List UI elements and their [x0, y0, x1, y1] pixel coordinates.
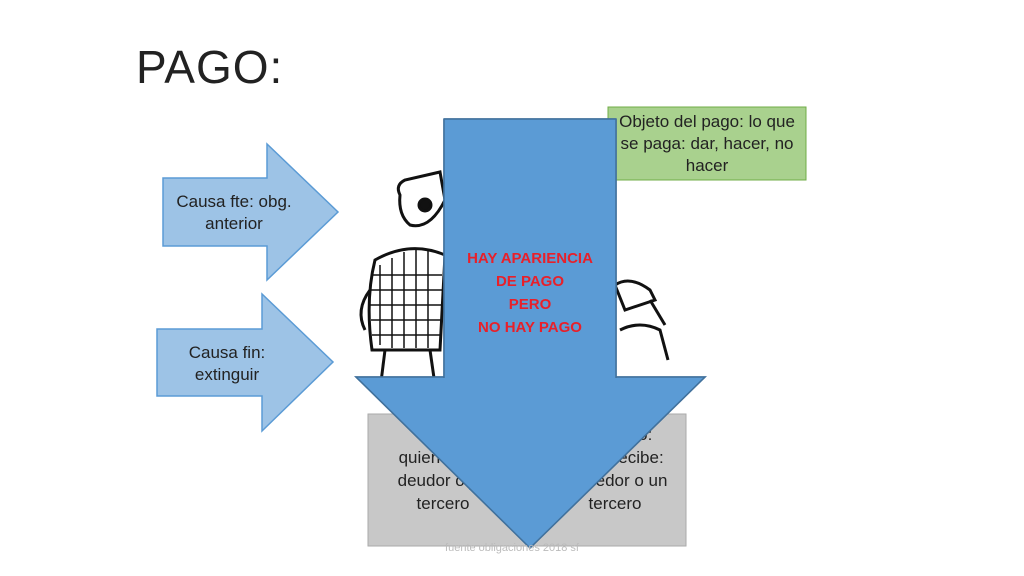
center-line-4: NO HAY PAGO — [478, 319, 582, 336]
sujeto-activo-line-2: quien paga: — [398, 448, 488, 467]
causa-fin-label: Causa fin: extinguir — [188, 343, 266, 384]
sujeto-activo-line-3: deudor o un — [397, 471, 489, 490]
causa-fin-arrow — [156, 292, 335, 433]
cartoon-figure — [359, 170, 670, 391]
sujeto-pasivo-label: S. pasivo: quien recibe: acreedor o un t… — [550, 423, 680, 515]
center-line-1: HAY APARIENCIA — [467, 250, 593, 267]
causa-fte-arrow — [162, 142, 340, 282]
center-arrow-text: HAY APARIENCIA DE PAGO PERO NO HAY PAGO — [450, 247, 610, 339]
slide-title: PAGO: — [136, 41, 284, 93]
center-line-2: DE PAGO — [495, 273, 565, 290]
slide-footer: fuente obligaciones 2018 sf — [445, 542, 579, 554]
sujeto-pasivo-line-2: quien recibe: — [566, 448, 664, 467]
sujeto-pasivo-line-1: S. pasivo: — [577, 425, 653, 444]
sujeto-pasivo-line-3: acreedor o un — [562, 471, 668, 490]
sujeto-pasivo-line-4: tercero — [588, 494, 642, 513]
sujeto-activo-label: S quien paga: deudor o un tercero — [378, 423, 508, 515]
center-line-3: PERO — [508, 296, 552, 313]
sujeto-activo-line-1: S — [437, 425, 449, 444]
objeto-label: Objeto del pago: lo que se paga: dar, ha… — [619, 112, 795, 175]
sujeto-activo-line-4: tercero — [416, 494, 470, 513]
causa-fte-label: Causa fte: obg. anterior — [176, 192, 292, 233]
